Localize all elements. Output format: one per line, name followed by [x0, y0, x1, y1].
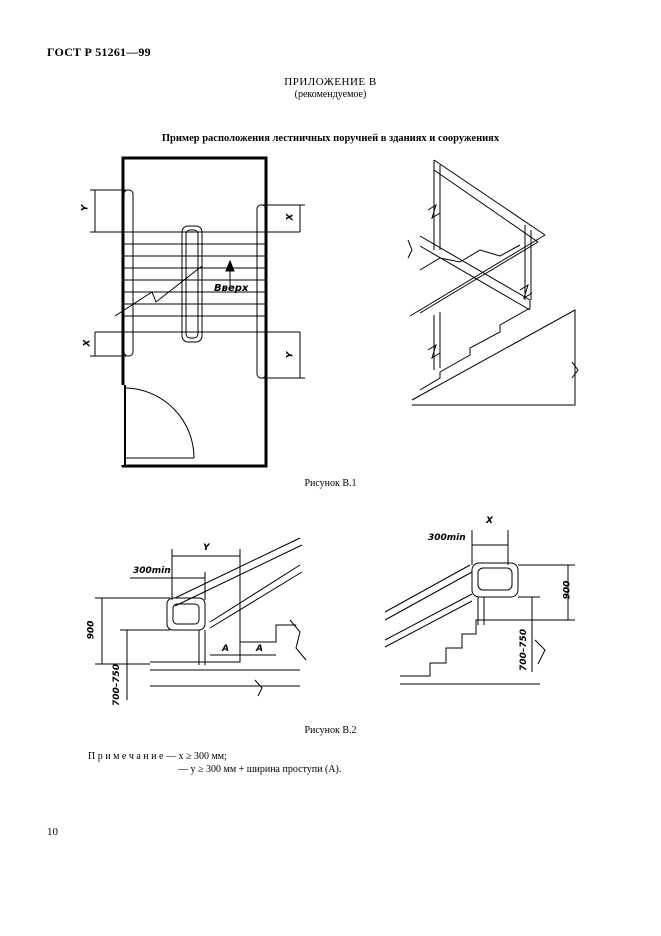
appendix-subtitle: (рекомендуемое) [294, 89, 367, 100]
stair-isometric-view [407, 159, 579, 406]
label-900-left: 900 [86, 620, 97, 640]
label-x-right: X [285, 213, 296, 221]
label-y: Y [203, 543, 210, 553]
note-prefix: П р и м е ч а н и е [88, 751, 164, 762]
label-a-2: A [256, 644, 263, 654]
label-y-left: Y [80, 204, 91, 212]
note-line-2: — y ≥ 300 мм + ширина проступи (A). [178, 764, 342, 775]
note-text-1: — x ≥ 300 мм; [163, 751, 227, 762]
handrail-section-left [95, 537, 307, 700]
label-x-left: X [82, 339, 93, 347]
label-a-1: A [222, 644, 229, 654]
label-up: Вверх [214, 283, 249, 294]
label-300min-left: 300min [133, 566, 171, 576]
note-line-1: П р и м е ч а н и е — x ≥ 300 мм; [88, 751, 227, 762]
label-900-right: 900 [562, 580, 573, 600]
stair-plan-view [90, 156, 305, 468]
section-title: Пример расположения лестничных поручней … [161, 133, 500, 144]
label-y-right: Y [285, 351, 296, 359]
label-300min-right: 300min [428, 533, 466, 543]
label-x: X [486, 516, 493, 526]
appendix-title: ПРИЛОЖЕНИЕ В [284, 76, 377, 88]
handrail-section-right [384, 530, 575, 685]
label-700-750-left: 700–750 [112, 663, 123, 707]
figure1-caption: Рисунок В.1 [304, 478, 357, 489]
document-header: ГОСТ Р 51261—99 [47, 45, 151, 59]
figure2-caption: Рисунок В.2 [304, 725, 357, 736]
label-700-750-right: 700–750 [519, 628, 530, 672]
page-number: 10 [47, 826, 58, 838]
